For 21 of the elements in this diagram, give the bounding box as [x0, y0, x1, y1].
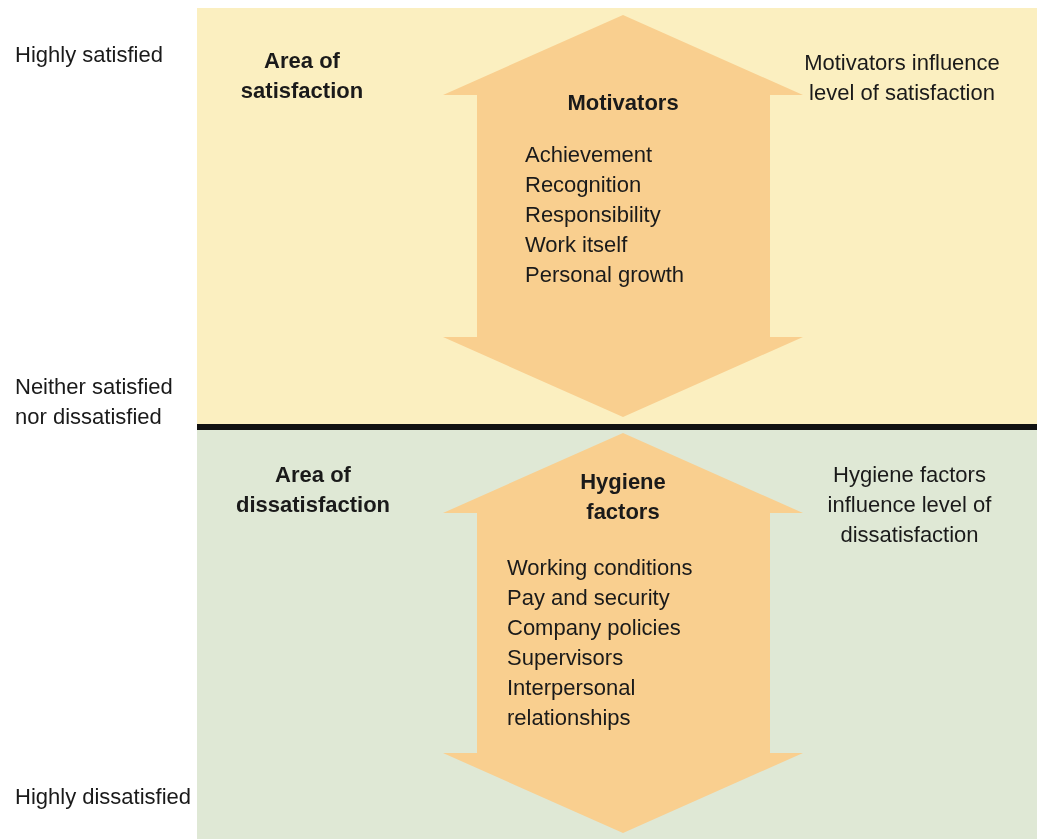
- area-heading: Area of dissatisfaction: [234, 461, 391, 519]
- arrow-heading: Hygiene factors: [579, 468, 667, 526]
- area-heading: Area of satisfaction: [239, 47, 365, 105]
- factor-item: Personal growth: [525, 261, 685, 289]
- scale-label: Neither satisfied nor dissatisfied: [15, 373, 174, 431]
- area-band: [197, 8, 1037, 424]
- factor-item: Working conditions: [507, 554, 694, 582]
- factor-item: Supervisors: [507, 644, 625, 672]
- factor-item: Company policies: [507, 614, 682, 642]
- area-note: Motivators influence level of satisfaction: [803, 49, 1001, 107]
- factor-item: Work itself: [525, 231, 629, 259]
- arrow-heading: Motivators: [566, 89, 680, 117]
- factor-item: Interpersonal relationships: [507, 674, 637, 732]
- factor-item: Pay and security: [507, 584, 671, 612]
- factor-item: Responsibility: [525, 201, 662, 229]
- scale-label: Highly dissatisfied: [15, 783, 193, 811]
- scale-label: Highly satisfied: [15, 41, 164, 69]
- factor-item: Achievement: [525, 141, 654, 169]
- area-band: [197, 430, 1037, 839]
- factor-item: Recognition: [525, 171, 643, 199]
- area-note: Hygiene factors influence level of dissatisfaction: [826, 461, 993, 549]
